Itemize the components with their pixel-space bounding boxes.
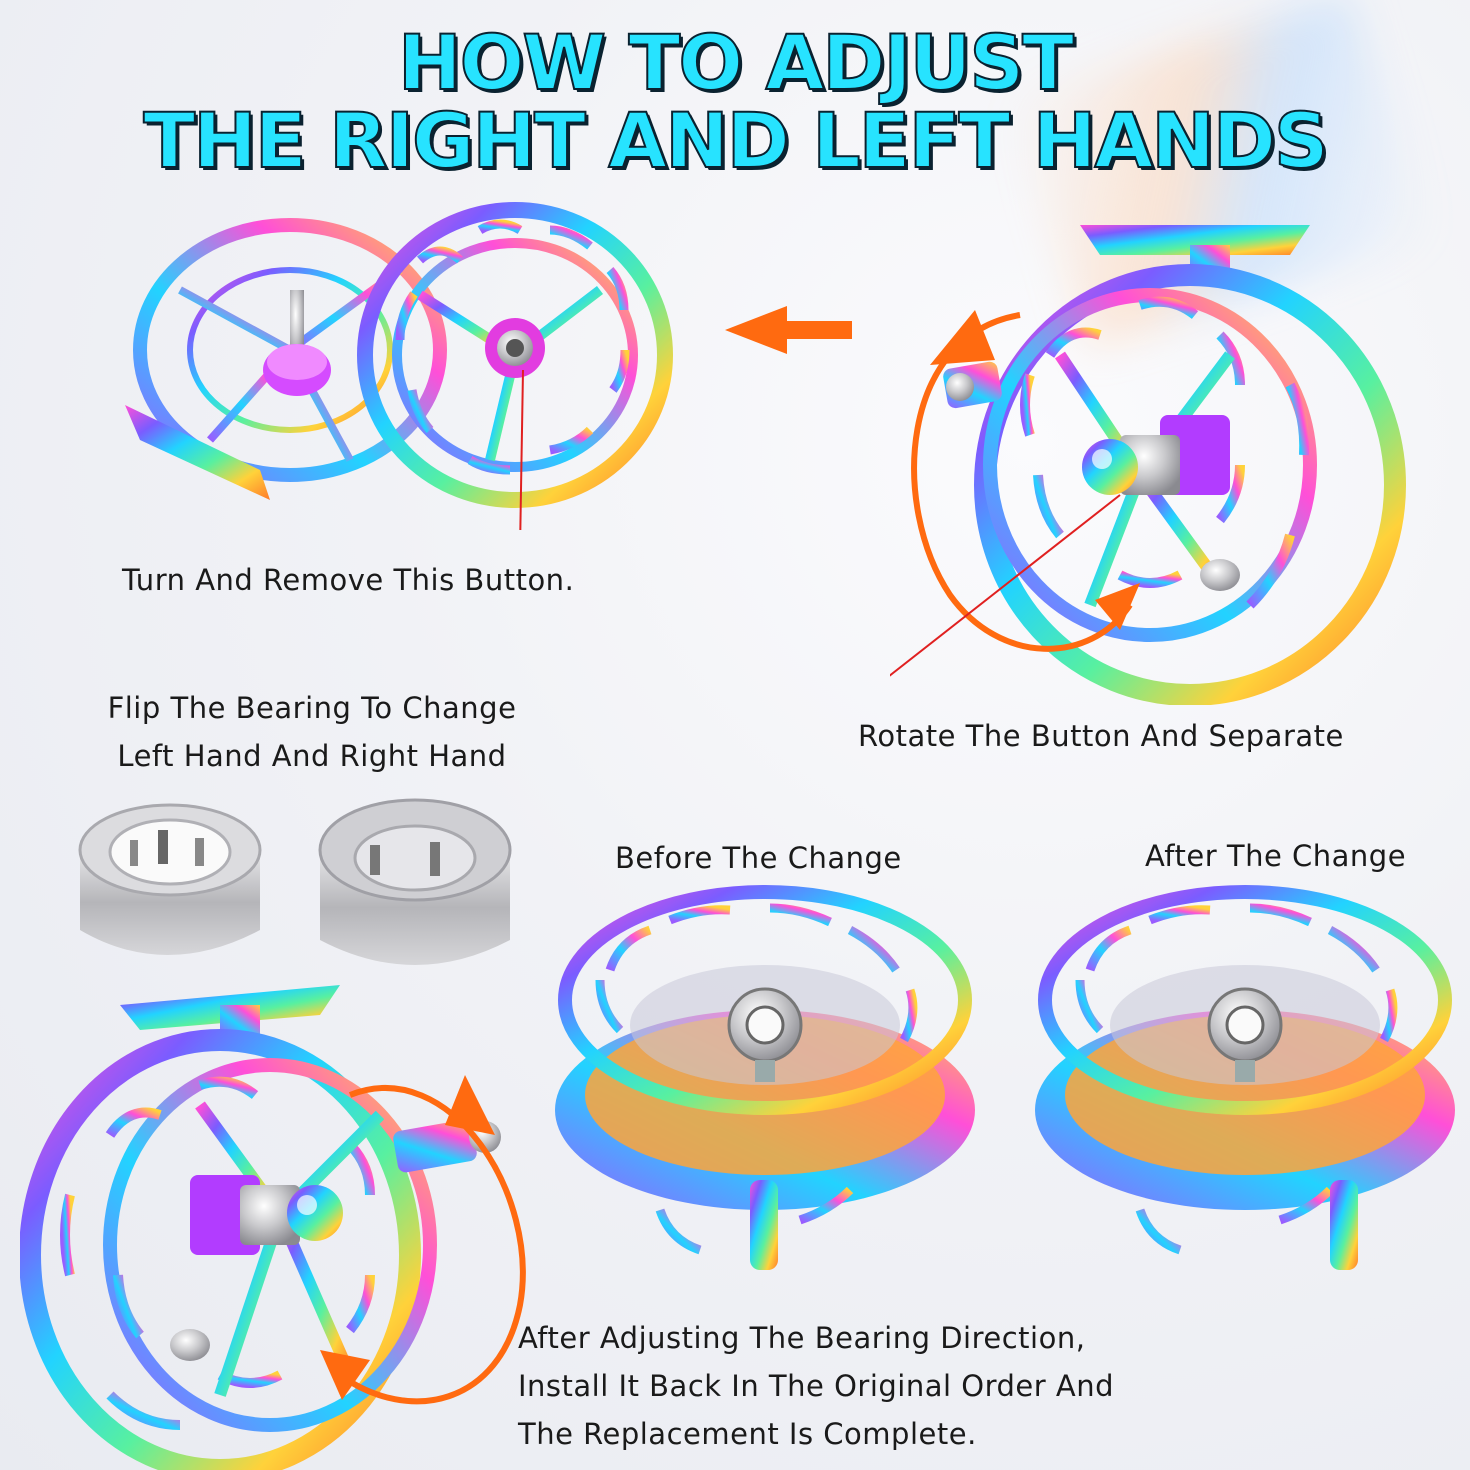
page-title-line-2: THE RIGHT AND LEFT HANDS <box>142 95 1329 186</box>
pointer-line <box>890 494 1121 677</box>
page-title-line-1: HOW TO ADJUST <box>397 17 1075 108</box>
reassembled-reel-illustration <box>20 985 526 1470</box>
bearing-left <box>78 803 262 955</box>
caption-flip-bearing: Flip The Bearing To Change Left Hand And… <box>92 684 532 780</box>
caption-before: Before The Change <box>615 841 902 875</box>
caption-install-line-3: The Replacement Is Complete. <box>518 1417 977 1451</box>
caption-flip-bearing-line-2: Left Hand And Right Hand <box>117 739 507 773</box>
caption-remove-button: Turn And Remove This Button. <box>122 563 575 597</box>
caption-install: After Adjusting The Bearing Direction, I… <box>518 1314 1114 1458</box>
bearing-right <box>318 798 512 965</box>
left-arrow-icon <box>725 306 852 354</box>
caption-install-line-2: Install It Back In The Original Order An… <box>518 1369 1115 1403</box>
caption-install-line-1: After Adjusting The Bearing Direction, <box>518 1321 1086 1355</box>
caption-rotate-separate: Rotate The Button And Separate <box>858 719 1344 753</box>
assembled-reel-illustration <box>890 225 1406 705</box>
spool-after-illustration <box>1035 885 1455 1270</box>
spool-before-illustration <box>555 885 975 1270</box>
disassembled-reel-illustration <box>125 202 673 530</box>
bearing-pair-illustration <box>78 798 512 965</box>
pointer-line <box>519 369 524 530</box>
rotate-arrow-icon <box>320 1075 526 1405</box>
caption-flip-bearing-line-1: Flip The Bearing To Change <box>107 691 517 725</box>
rotate-arrow-icon <box>911 310 1140 652</box>
spool-front <box>357 202 673 508</box>
caption-after: After The Change <box>1145 839 1407 873</box>
